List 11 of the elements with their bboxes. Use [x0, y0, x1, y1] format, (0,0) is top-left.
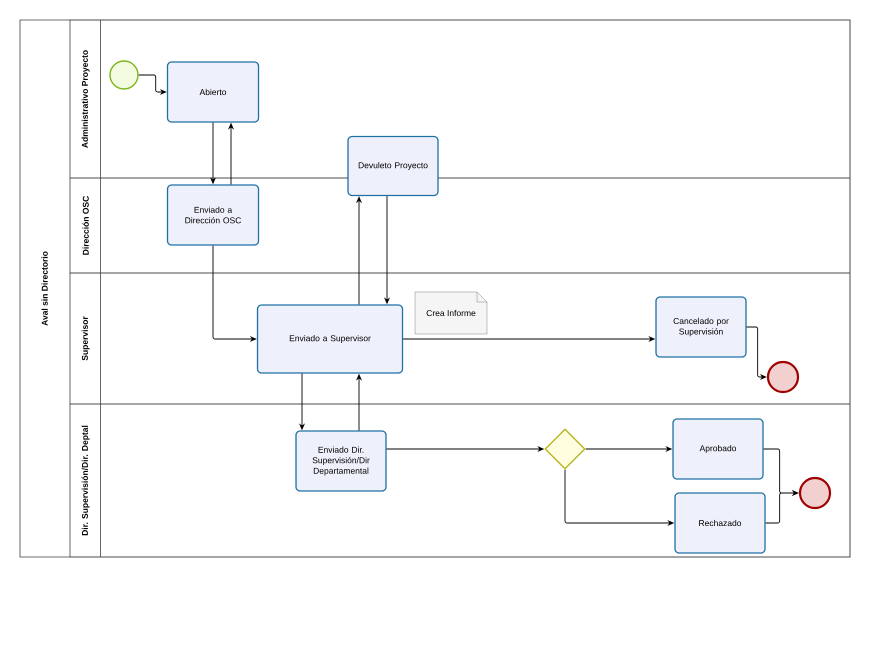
task-box: Devuleto Proyecto — [347, 136, 439, 196]
task-box: Enviado a Supervisor — [256, 304, 404, 374]
start-event-circle — [109, 60, 139, 90]
end-event-circle — [766, 360, 800, 394]
end-event-circle — [798, 476, 832, 510]
task-box: Enviado a Dirección OSC — [166, 184, 260, 246]
task-box: Enviado Dir. Supervisión/Dir Departamental — [295, 430, 387, 492]
task-box: Aprobado — [672, 418, 764, 480]
task-box: Abierto — [166, 61, 260, 123]
task-box: Cancelado por Supervisión — [655, 296, 747, 358]
task-box: Rechazado — [674, 492, 766, 554]
